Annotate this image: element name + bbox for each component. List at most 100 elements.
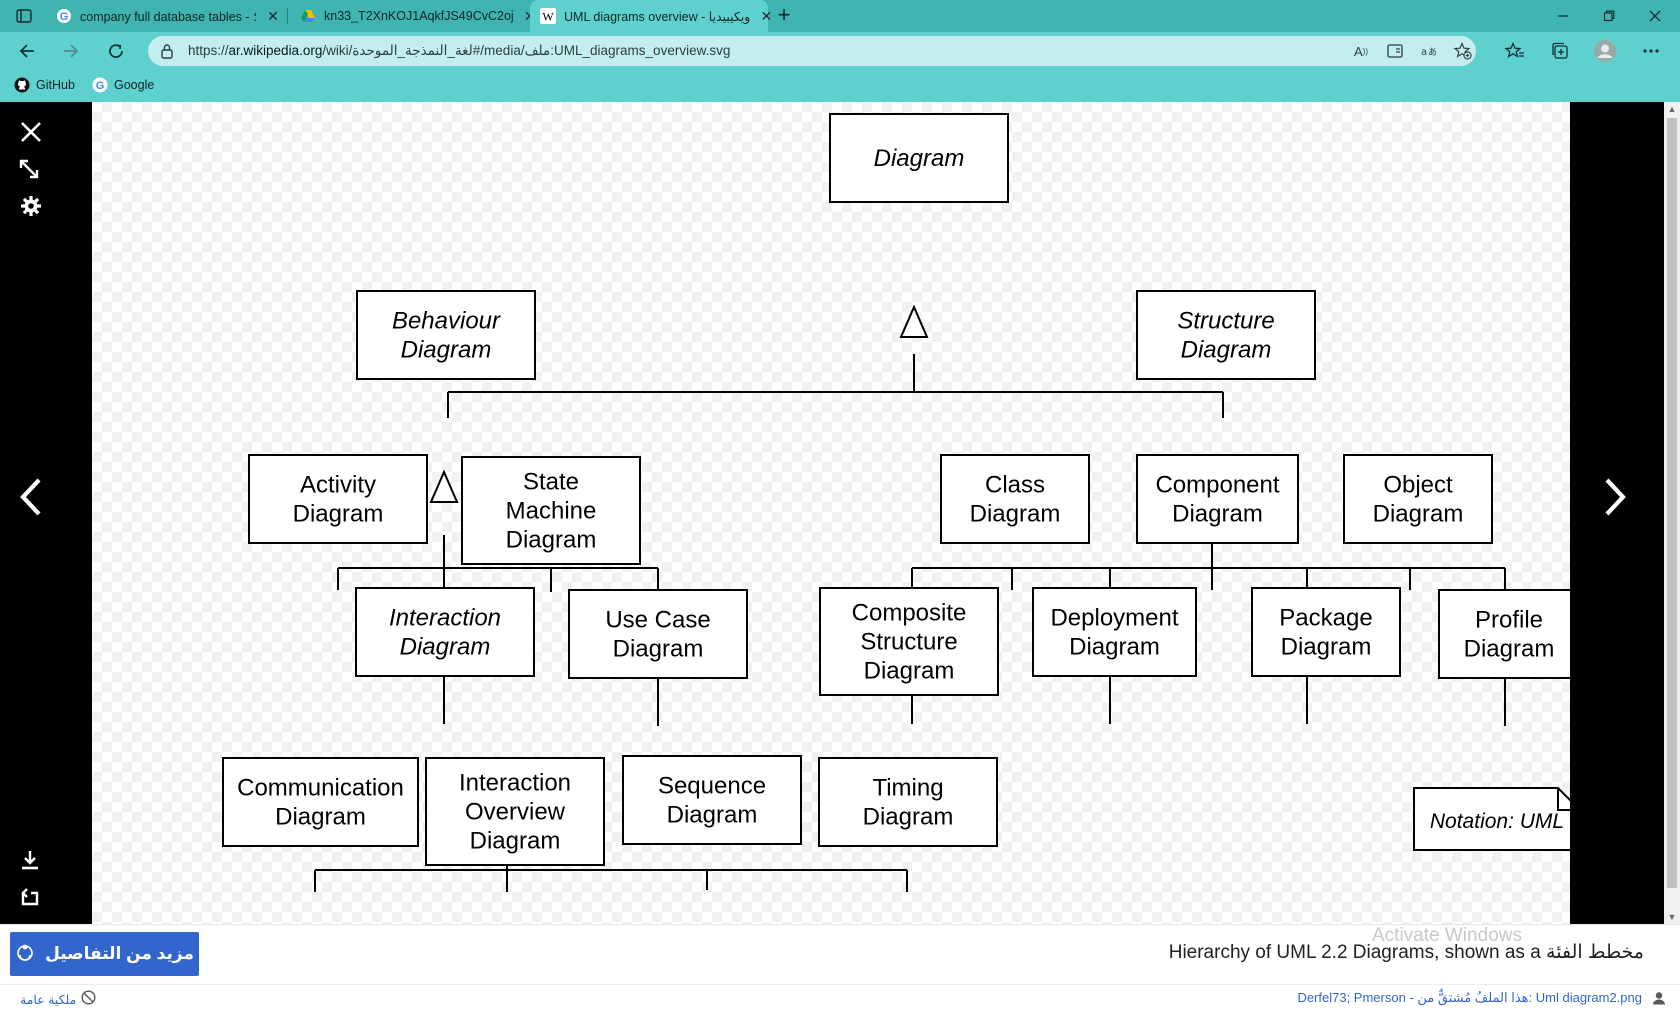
tab-separator — [287, 8, 288, 24]
favorite-github[interactable]: GitHub — [14, 77, 75, 93]
favorite-label: GitHub — [36, 78, 75, 92]
diagram-box-label: State — [523, 469, 579, 496]
url-text[interactable]: https://ar.wikipedia.org/wiki/لغة_النمذج… — [188, 43, 730, 59]
tab-title: kn33_T2XnKOJ1AqkfJS49CvC2oj — [324, 9, 514, 23]
author-attribution[interactable]: Derfel73; Pmerson - هذا الملفُ مُشتقٌّ م… — [1297, 990, 1642, 1005]
gear-icon[interactable] — [11, 188, 51, 224]
diagram-box-label: Sequence — [658, 773, 766, 800]
more-details-button[interactable]: مزيد من التفاصيل — [10, 932, 199, 976]
diagram-box-label: Object — [1383, 472, 1453, 499]
close-window-button[interactable] — [1632, 0, 1678, 32]
diagram-box-label: Communication — [237, 775, 404, 802]
profile-avatar-icon[interactable] — [1590, 37, 1620, 65]
diagram-box-label: Diagram — [1069, 634, 1160, 661]
lock-icon[interactable] — [160, 43, 174, 64]
diagram-box-label: Diagram — [1172, 501, 1263, 528]
diagram-box-label: Diagram — [864, 658, 955, 685]
collections-icon[interactable] — [1545, 37, 1575, 65]
wikipedia-icon: W — [540, 8, 556, 24]
previous-icon[interactable] — [6, 472, 56, 522]
favorites-icon[interactable] — [1500, 37, 1530, 65]
diagram-box-label: Diagram — [506, 527, 597, 554]
diagram-box-label: Diagram — [1181, 337, 1272, 364]
refresh-button[interactable] — [101, 37, 131, 65]
close-icon[interactable]: ✕ — [522, 8, 538, 25]
diagram-box-label: Diagram — [1281, 634, 1372, 661]
scroll-down-icon[interactable]: ▼ — [1667, 912, 1677, 922]
restore-button[interactable] — [1586, 0, 1632, 32]
close-icon[interactable]: ✕ — [267, 7, 279, 24]
diagram-box-label: Overview — [465, 799, 566, 826]
diagram-box-label: Class — [985, 472, 1045, 499]
diagram-box-label: Composite — [852, 600, 967, 627]
scroll-up-icon[interactable]: ▲ — [1667, 104, 1677, 114]
svg-text:あ: あ — [1428, 47, 1437, 58]
tab-actions-icon[interactable] — [12, 6, 36, 26]
back-button[interactable] — [12, 37, 42, 65]
next-icon[interactable] — [1590, 472, 1640, 522]
browser-titlebar: G company full database tables - ؛ ✕ kn3… — [0, 0, 1680, 32]
viewer-left-rail — [0, 102, 92, 924]
diagram-box-label: Diagram — [293, 501, 384, 528]
public-domain-icon — [81, 990, 96, 1008]
minimize-button[interactable] — [1540, 0, 1586, 32]
url-host: ar.wikipedia.org — [228, 43, 323, 58]
download-icon[interactable] — [10, 842, 50, 878]
uml-hierarchy-diagram: DiagramBehaviourDiagramStructureDiagramA… — [222, 113, 1581, 892]
svg-text:a: a — [1421, 47, 1427, 58]
diagram-box-label: Diagram — [1373, 501, 1464, 528]
page-scrollbar[interactable]: ▲ ▼ — [1664, 102, 1680, 924]
add-favorite-icon[interactable] — [1452, 41, 1474, 61]
favorite-label: Google — [114, 78, 155, 92]
tab-drive[interactable]: kn33_T2XnKOJ1AqkfJS49CvC2oj ✕ — [290, 0, 536, 32]
diagram-box-label: Diagram — [470, 828, 561, 855]
reader-view-icon[interactable] — [1384, 41, 1406, 61]
wikimedia-icon — [15, 942, 35, 967]
license-label: ملكية عامة — [20, 992, 77, 1007]
settings-more-icon[interactable] — [1636, 37, 1666, 65]
new-tab-button[interactable]: + — [777, 2, 791, 27]
diagram-box-label: Profile — [1475, 607, 1543, 634]
forward-button[interactable] — [56, 37, 86, 65]
reuse-icon[interactable] — [9, 878, 49, 914]
diagram-box-label: Use Case — [605, 607, 710, 634]
svg-text:G: G — [96, 80, 105, 92]
close-icon[interactable]: ✕ — [760, 7, 773, 24]
fullscreen-icon[interactable] — [9, 151, 49, 187]
svg-text:G: G — [60, 11, 69, 23]
image-caption: Hierarchy of UML 2.2 Diagrams, shown as … — [1168, 942, 1644, 963]
browser-toolbar: https://ar.wikipedia.org/wiki/لغة_النمذج… — [0, 32, 1680, 70]
diagram-box-label: Diagram — [970, 501, 1061, 528]
tab-title: UML diagrams overview - ويكيبيديا — [564, 9, 751, 24]
read-aloud-icon[interactable]: A)) — [1354, 43, 1368, 59]
diagram-box-label: Machine — [506, 498, 597, 525]
diagram-box-label: Diagram — [1464, 636, 1555, 663]
diagram-box-root: Diagram — [829, 113, 1009, 203]
address-bar[interactable]: https://ar.wikipedia.org/wiki/لغة_النمذج… — [148, 36, 1476, 66]
scrollbar-thumb[interactable] — [1667, 118, 1677, 888]
user-icon — [1652, 991, 1666, 1010]
license-link[interactable]: ملكية عامة — [20, 990, 96, 1008]
close-icon[interactable] — [11, 114, 51, 150]
github-icon — [14, 77, 30, 93]
google-icon: G — [92, 77, 108, 93]
tab-wikipedia[interactable]: W UML diagrams overview - ويكيبيديا ✕ — [530, 0, 772, 32]
tab-title: company full database tables - ؛ — [80, 9, 258, 24]
favorite-google[interactable]: G Google — [92, 77, 154, 93]
diagram-box-label: Activity — [300, 472, 376, 499]
diagram-box-label: Package — [1279, 605, 1372, 632]
tab-google-sheets[interactable]: G company full database tables - ؛ ✕ — [46, 0, 284, 32]
